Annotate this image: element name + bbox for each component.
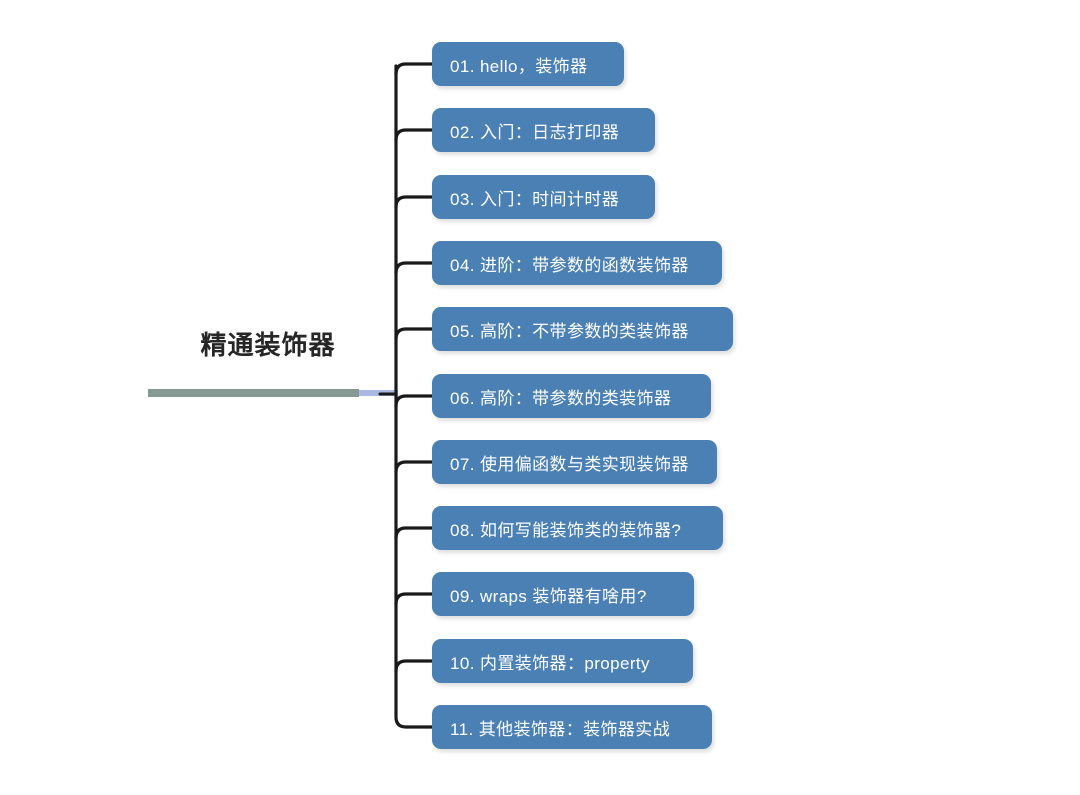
- elbow-03: [394, 195, 434, 209]
- elbow-08: [394, 526, 434, 540]
- topic-label-05: 05. 高阶：不带参数的类装饰器: [450, 321, 689, 341]
- topic-label-03: 03. 入门：时间计时器: [450, 189, 620, 209]
- root-node[interactable]: 精通装饰器: [148, 325, 398, 400]
- elbow-06: [394, 394, 434, 408]
- elbow-11: [394, 715, 434, 729]
- topic-node-02[interactable]: 02. 入门：日志打印器: [432, 108, 655, 152]
- topic-label-10: 10. 内置装饰器：property: [450, 653, 650, 673]
- topic-node-01[interactable]: 01. hello，装饰器: [432, 42, 624, 86]
- topic-node-06[interactable]: 06. 高阶：带参数的类装饰器: [432, 374, 711, 418]
- topic-label-07: 07. 使用偏函数与类实现装饰器: [450, 454, 689, 474]
- topic-label-02: 02. 入门：日志打印器: [450, 122, 620, 142]
- root-title: 精通装饰器: [200, 330, 336, 360]
- elbow-01: [394, 62, 434, 76]
- elbow-04: [394, 261, 434, 275]
- elbow-02: [394, 128, 434, 142]
- elbow-05: [394, 327, 434, 341]
- topic-node-03[interactable]: 03. 入门：时间计时器: [432, 175, 655, 219]
- root-underline: [148, 389, 398, 397]
- topic-node-07[interactable]: 07. 使用偏函数与类实现装饰器: [432, 440, 717, 484]
- elbow-10: [394, 659, 434, 673]
- topic-label-08: 08. 如何写能装饰类的装饰器?: [450, 520, 682, 540]
- topic-label-06: 06. 高阶：带参数的类装饰器: [450, 388, 672, 408]
- topic-label-11: 11. 其他装饰器：装饰器实战: [450, 719, 671, 739]
- topic-node-09[interactable]: 09. wraps 装饰器有啥用?: [432, 572, 694, 616]
- topic-node-11[interactable]: 11. 其他装饰器：装饰器实战: [432, 705, 712, 749]
- topic-label-04: 04. 进阶：带参数的函数装饰器: [450, 255, 689, 275]
- topic-node-05[interactable]: 05. 高阶：不带参数的类装饰器: [432, 307, 733, 351]
- elbow-09: [394, 592, 434, 606]
- topic-node-08[interactable]: 08. 如何写能装饰类的装饰器?: [432, 506, 723, 550]
- root-underline-tip-segment: [359, 390, 398, 396]
- topic-label-09: 09. wraps 装饰器有啥用?: [450, 586, 647, 606]
- topic-node-04[interactable]: 04. 进阶：带参数的函数装饰器: [432, 241, 722, 285]
- root-underline-main-segment: [148, 389, 359, 397]
- elbow-07: [394, 460, 434, 474]
- topic-node-10[interactable]: 10. 内置装饰器：property: [432, 639, 693, 683]
- topic-label-01: 01. hello，装饰器: [450, 56, 588, 76]
